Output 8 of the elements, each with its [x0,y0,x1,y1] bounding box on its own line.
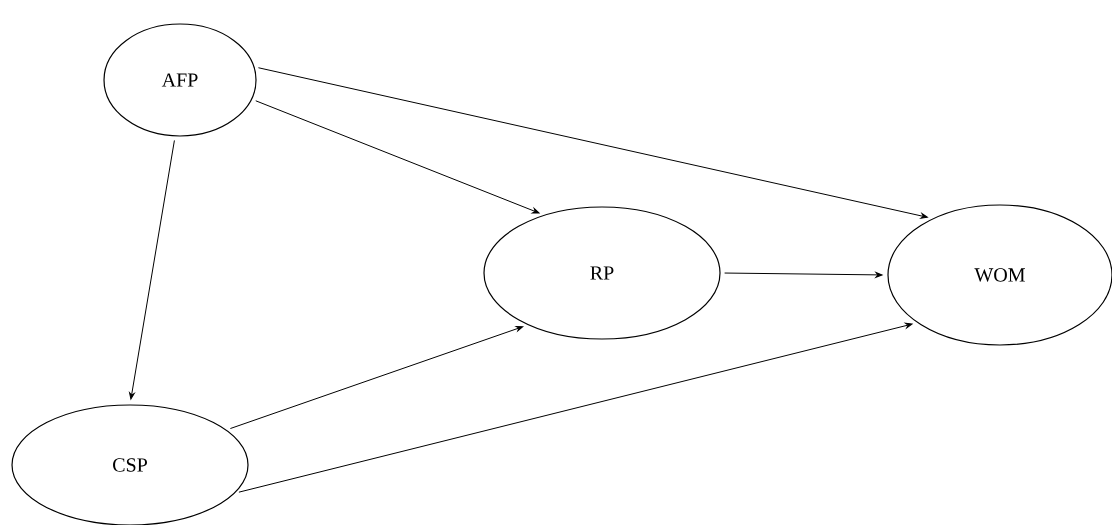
ellipse-node: RP [483,206,721,340]
arrow [255,100,540,214]
ellipse-node: AFP [103,23,257,137]
arrow [129,139,175,400]
arrow [257,67,928,219]
arrow [238,322,913,493]
arrow [724,272,883,278]
arrow [229,325,524,429]
